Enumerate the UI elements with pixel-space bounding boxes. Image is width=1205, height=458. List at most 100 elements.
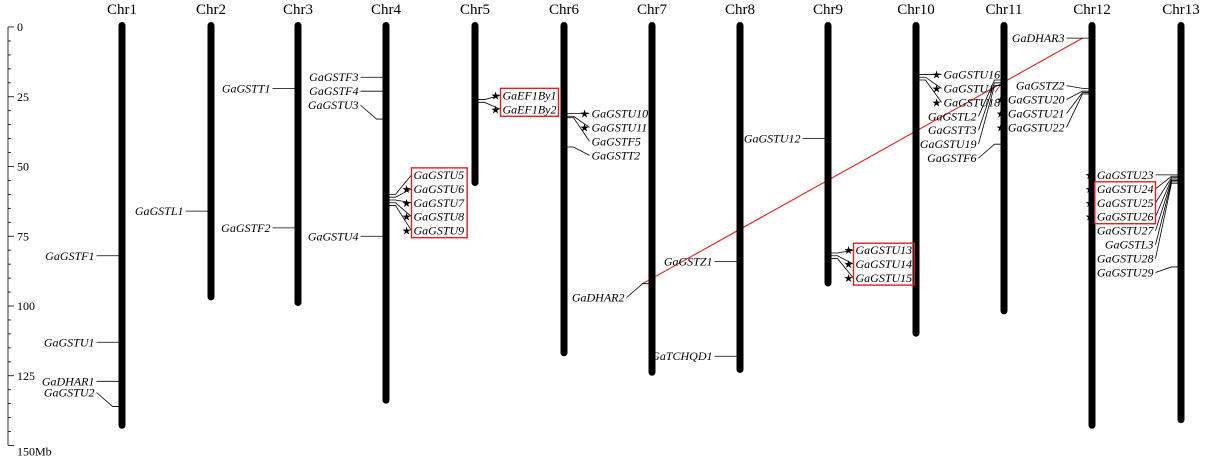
gene-leader xyxy=(1066,85,1089,89)
tandem-cluster-box xyxy=(1094,181,1157,225)
chromosome-title: Chr13 xyxy=(1162,2,1200,18)
gene-leader xyxy=(389,205,412,231)
gene-leader xyxy=(389,188,412,198)
chromosome-title: Chr5 xyxy=(460,2,490,18)
gene-label: GaGSTU13 xyxy=(856,243,913,257)
duplication-star-icon: ★ xyxy=(402,197,412,210)
chromosome-bar xyxy=(471,22,479,187)
gene-label: GaGSTU21 xyxy=(1008,106,1065,120)
gene-leader xyxy=(389,174,412,195)
duplication-star-icon: ★ xyxy=(1085,211,1095,224)
gene-label: GaGSTU7 xyxy=(414,196,466,210)
chromosome-title: Chr3 xyxy=(283,2,313,18)
duplication-star-icon: ★ xyxy=(1085,169,1095,182)
gene-leader xyxy=(1155,266,1178,273)
chromosome-title: Chr12 xyxy=(1073,2,1111,18)
gene-label: GaGSTF2 xyxy=(221,221,270,235)
gene-leader xyxy=(1155,181,1178,245)
gene-label: GaGSTU19 xyxy=(920,137,977,151)
chromosome-bar xyxy=(824,22,832,287)
gene-label: GaGSTT2 xyxy=(592,148,641,162)
duplication-star-icon: ★ xyxy=(402,211,412,224)
gene-label: GaGSTU24 xyxy=(1097,182,1154,196)
gene-leader xyxy=(1066,93,1089,128)
gene-labels: GaGSTF1GaGSTU1GaDHAR1GaGSTU2GaGSTL1GaGST… xyxy=(42,31,1178,407)
gene-label: GaGSTU5 xyxy=(414,168,465,182)
gene-label: GaGSTT3 xyxy=(928,123,977,137)
gene-label: GaTCHQD1 xyxy=(651,349,712,363)
gene-label: GaGSTU20 xyxy=(1008,93,1065,107)
gene-leader xyxy=(1155,182,1178,259)
gene-leader xyxy=(389,199,412,204)
gene-label: GaGSTU10 xyxy=(592,106,649,120)
chromosome-title: Chr9 xyxy=(813,2,843,18)
gene-leader xyxy=(919,76,942,89)
gene-label: GaGSTL1 xyxy=(135,204,184,218)
gene-leader xyxy=(478,94,501,100)
gene-leader xyxy=(1155,177,1178,203)
gene-leader xyxy=(1066,92,1089,114)
gene-label: GaGSTU14 xyxy=(856,257,913,271)
chromosome-bar xyxy=(1000,22,1008,315)
chromosome-title: Chr2 xyxy=(196,2,226,18)
gene-leader xyxy=(831,249,854,254)
gene-leader xyxy=(567,115,590,128)
gene-leader xyxy=(96,392,119,407)
gene-label: GaDHAR2 xyxy=(572,291,625,305)
gene-label: GaGSTZ1 xyxy=(664,254,713,268)
axis-tick-label: 50 xyxy=(17,160,29,174)
duplication-star-icon: ★ xyxy=(932,82,942,95)
gene-label: GaGSTU29 xyxy=(1097,266,1154,280)
gene-label: GaGSTU3 xyxy=(308,98,359,112)
gene-label: GaDHAR1 xyxy=(42,374,95,388)
gene-label: GaGSTF3 xyxy=(309,70,358,84)
gene-label: GaGSTU22 xyxy=(1008,120,1065,134)
gene-leader xyxy=(567,146,590,156)
gene-leader xyxy=(567,117,590,142)
chromosome-title: Chr4 xyxy=(371,2,402,18)
gene-leader xyxy=(1066,90,1089,100)
gene-leader xyxy=(978,79,1001,117)
gene-leader xyxy=(978,143,1001,159)
duplication-star-icon: ★ xyxy=(402,225,412,238)
chromosome-bar xyxy=(382,22,390,404)
gene-label: GaGSTT1 xyxy=(222,81,271,95)
chromosome-title: Chr6 xyxy=(549,2,580,18)
duplication-star-icon: ★ xyxy=(491,89,501,102)
gene-leader xyxy=(360,104,383,120)
gene-leader xyxy=(478,101,501,110)
gene-leader xyxy=(978,82,1001,131)
gene-label: GaGSTU25 xyxy=(1097,196,1154,210)
gene-label: GaGSTU15 xyxy=(856,271,913,285)
gene-label: GaGSTF6 xyxy=(927,151,976,165)
gene-label: GaGSTF1 xyxy=(45,249,94,263)
gene-label: GaGSTF5 xyxy=(592,134,641,148)
gene-label: GaGSTU8 xyxy=(414,210,465,224)
gene-label: GaGSTU28 xyxy=(1097,252,1154,266)
chromosome-title: Chr1 xyxy=(107,2,137,18)
chromosome-bar xyxy=(912,22,920,337)
duplication-star-icon: ★ xyxy=(844,258,854,271)
gene-label: GaGSTU26 xyxy=(1097,210,1154,224)
tandem-cluster-box xyxy=(410,167,468,239)
axis-unit-label: 150Mb xyxy=(17,445,52,458)
gene-label: GaGSTU16 xyxy=(944,67,1001,81)
axis-tick-label: 100 xyxy=(17,299,35,313)
duplication-star-icon: ★ xyxy=(996,107,1006,120)
gene-leader xyxy=(1155,180,1178,231)
chromosome-bar xyxy=(560,22,568,357)
tandem-cluster-box xyxy=(852,242,915,286)
gene-leader xyxy=(978,85,1001,145)
chromosome-title: Chr8 xyxy=(725,2,755,18)
chromosome-bar xyxy=(648,22,656,376)
tandem-cluster-boxes xyxy=(410,87,1157,286)
gene-label: GaEF1By1 xyxy=(503,88,557,102)
gene-label: GaDHAR3 xyxy=(1012,31,1065,45)
duplication-star-icon: ★ xyxy=(1085,197,1095,210)
gene-label: GaGSTU2 xyxy=(44,385,95,399)
tandem-cluster-box xyxy=(499,87,560,118)
gene-leader xyxy=(1155,178,1178,217)
chromosome-title: Chr11 xyxy=(986,2,1023,18)
duplication-star-icon: ★ xyxy=(932,96,942,109)
chromosome-bar xyxy=(207,22,215,301)
